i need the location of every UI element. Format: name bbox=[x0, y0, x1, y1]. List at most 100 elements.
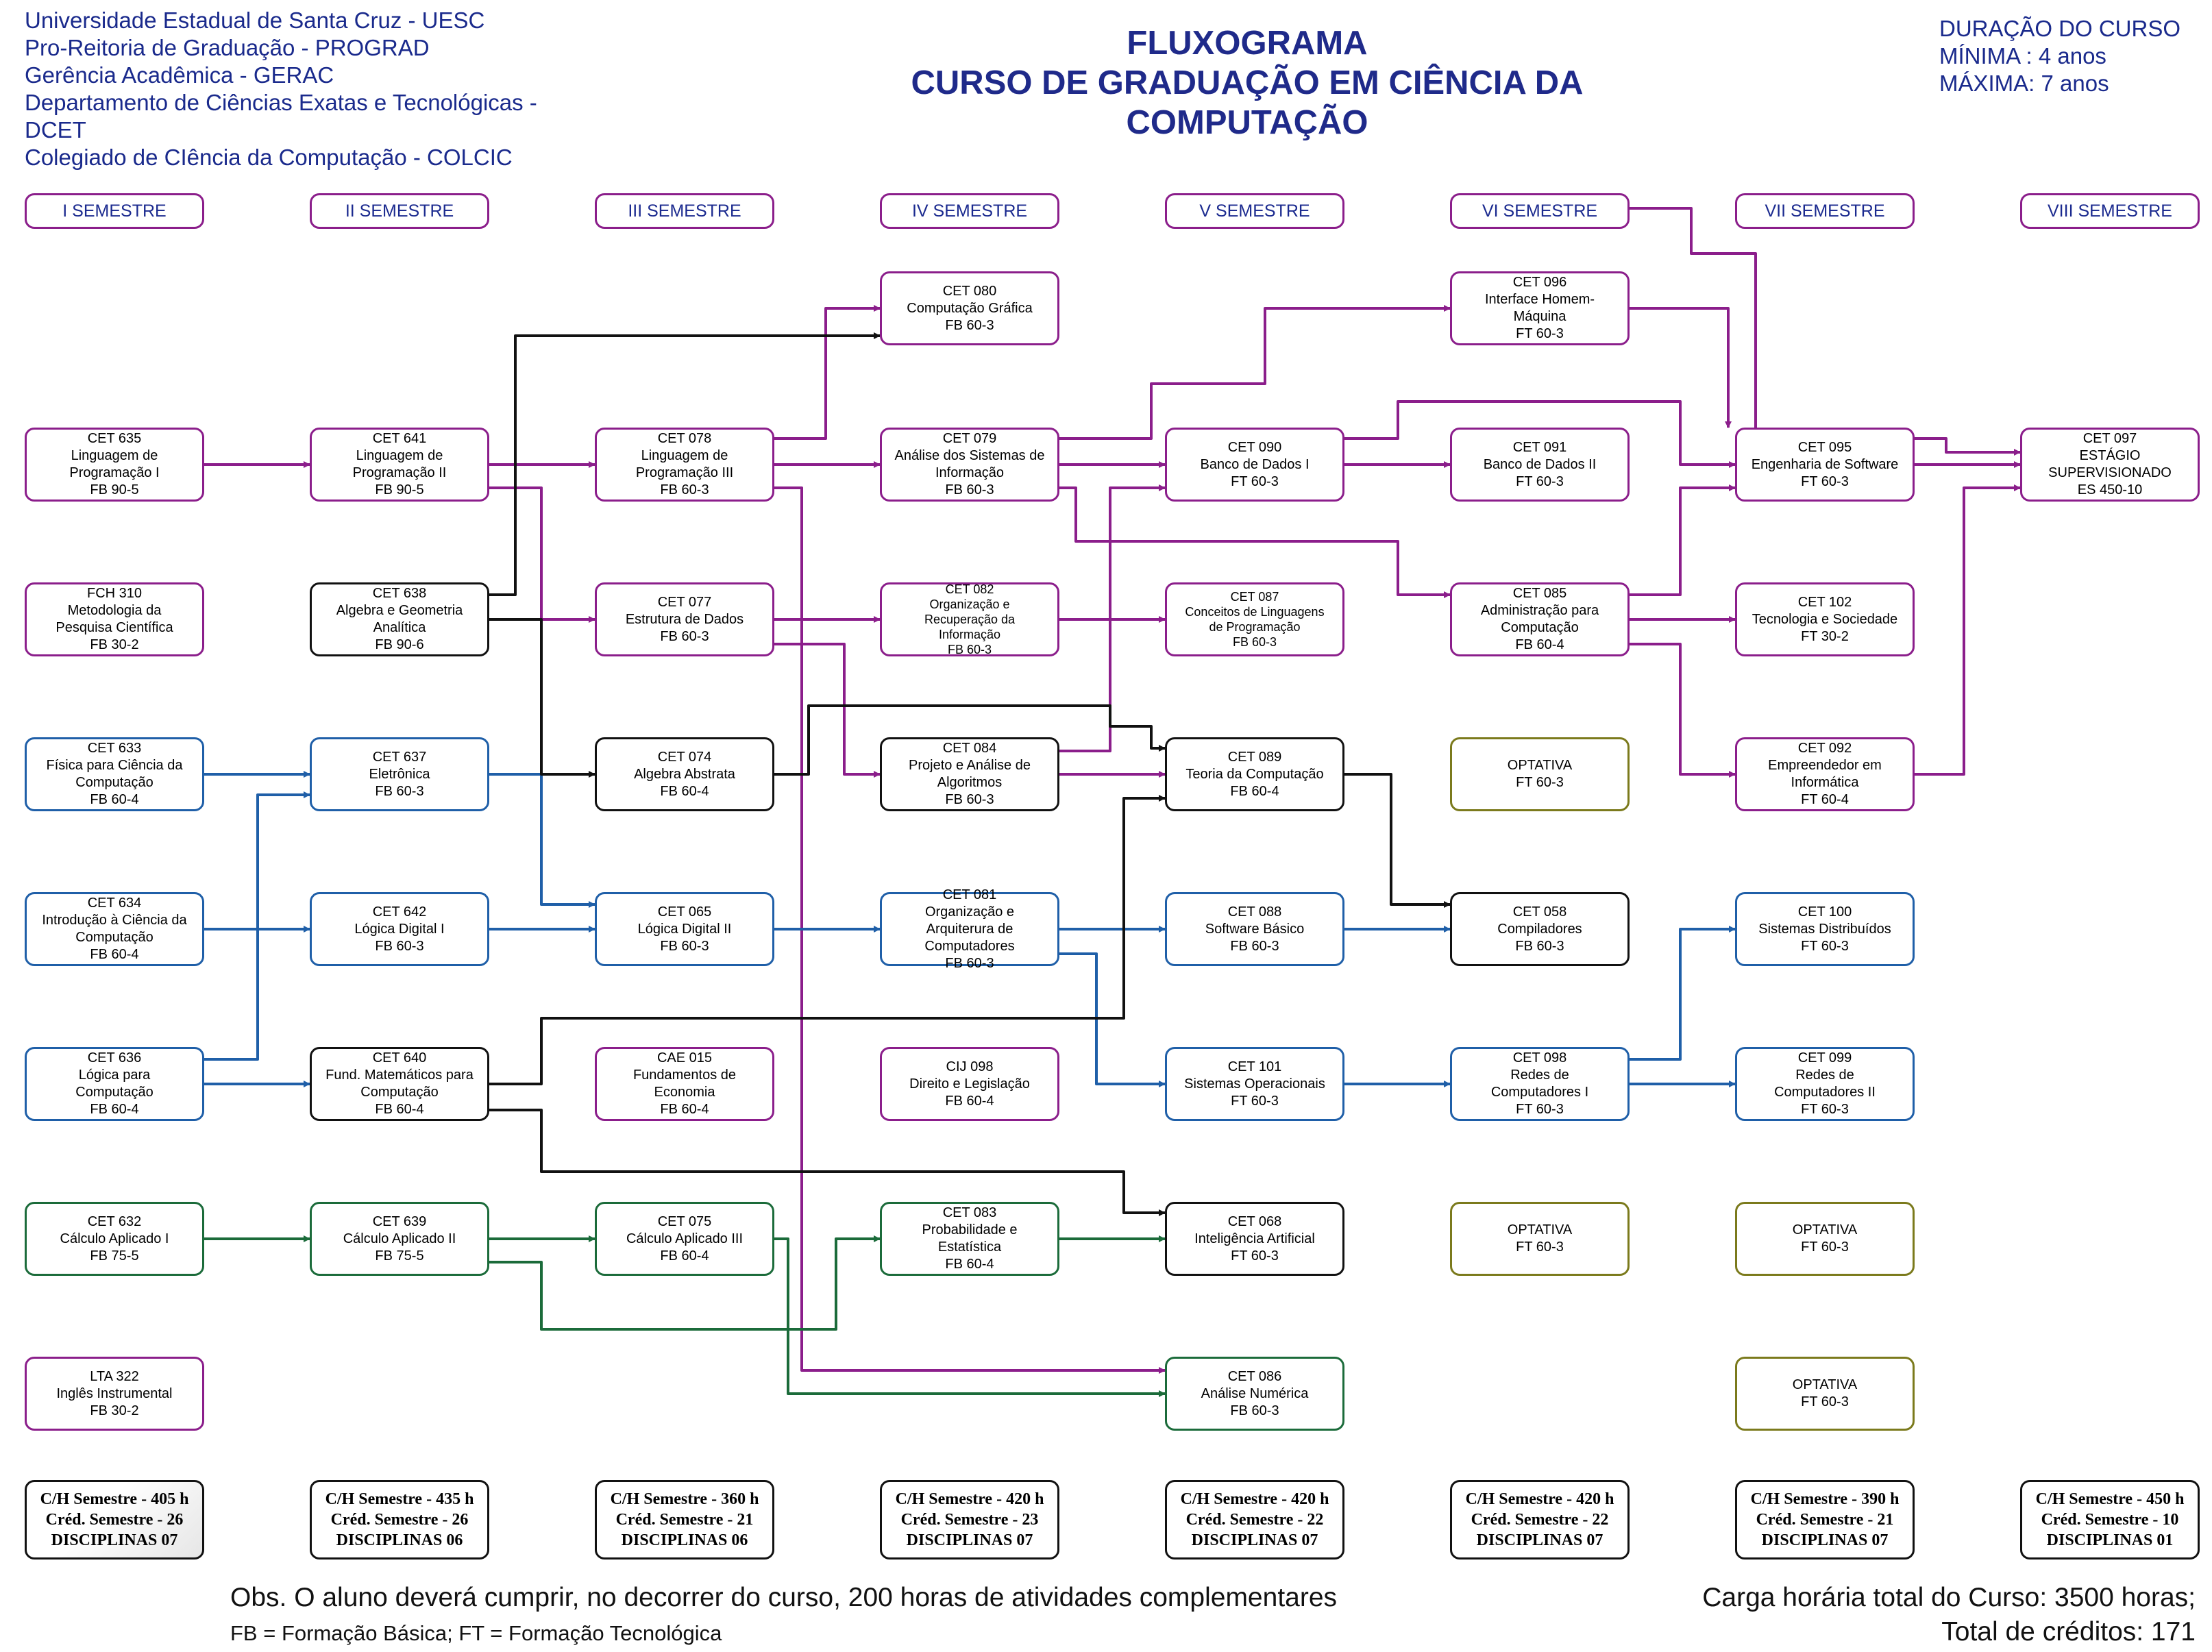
institution-line: Colegiado de CIência da Computação - COL… bbox=[25, 145, 513, 170]
footer-obs: Obs. O aluno deverá cumprir, no decorrer… bbox=[230, 1583, 1338, 1612]
title-line: COMPUTAÇÃO bbox=[1126, 104, 1368, 141]
connector-black-36 bbox=[489, 332, 881, 596]
connector-purple-20 bbox=[1630, 643, 1736, 778]
connector-purple-22 bbox=[1915, 484, 2021, 776]
duration-line: MÍNIMA : 4 anos bbox=[1939, 43, 2106, 69]
institution-line: Departamento de Ciências Exatas e Tecnol… bbox=[25, 90, 537, 115]
semester-header-3: III SEMESTRE bbox=[595, 193, 774, 229]
institution-line: DCET bbox=[25, 117, 86, 143]
semester-header-8: VIII SEMESTRE bbox=[2020, 193, 2200, 229]
connector-purple-9 bbox=[1059, 305, 1451, 440]
semester-header-7: VII SEMESTRE bbox=[1735, 193, 1915, 229]
connector-black-37 bbox=[489, 618, 595, 778]
connector-purple-6 bbox=[774, 643, 881, 778]
connector-purple-12 bbox=[1059, 616, 1166, 752]
connector-purple-17 bbox=[1630, 207, 2021, 456]
connector-black-39 bbox=[489, 795, 1166, 1085]
institution-block: Universidade Estadual de Santa Cruz - UE… bbox=[25, 7, 587, 171]
connector-purple-18 bbox=[1630, 484, 1736, 596]
connector-purple-3 bbox=[774, 305, 881, 440]
connector-blue-34 bbox=[1630, 926, 1736, 1061]
duration-block: DURAÇÃO DO CURSO MÍNIMA : 4 anos MÁXIMA:… bbox=[1939, 15, 2200, 97]
connector-green-45 bbox=[774, 1237, 1166, 1397]
connector-blue-25 bbox=[204, 926, 310, 1061]
connector-purple-16 bbox=[1630, 307, 1732, 428]
connector-black-40 bbox=[489, 1109, 1166, 1216]
connector-purple-11 bbox=[1059, 484, 1166, 621]
title-line: FLUXOGRAMA bbox=[1127, 25, 1368, 62]
semester-header-4: IV SEMESTRE bbox=[880, 193, 1059, 229]
connector-blue-24 bbox=[204, 791, 310, 930]
duration-line: DURAÇÃO DO CURSO bbox=[1939, 16, 2181, 41]
semester-header-5: V SEMESTRE bbox=[1165, 193, 1344, 229]
connector-purple-4 bbox=[489, 486, 595, 623]
connector-purple-15 bbox=[1344, 400, 1736, 468]
semester-header-2: II SEMESTRE bbox=[310, 193, 489, 229]
title-line: CURSO DE GRADUAÇÃO EM CIÊNCIA DA bbox=[911, 64, 1584, 101]
footer-legend: FB = Formação Básica; FT = Formação Tecn… bbox=[230, 1621, 722, 1645]
connector-purple-10 bbox=[1059, 486, 1451, 598]
duration-line: MÁXIMA: 7 anos bbox=[1939, 71, 2109, 96]
footer-total-hours: Carga horária total do Curso: 3500 horas… bbox=[1702, 1583, 2196, 1612]
institution-line: Universidade Estadual de Santa Cruz - UE… bbox=[25, 8, 485, 33]
connector-blue-27 bbox=[489, 773, 595, 908]
connector-black-38 bbox=[774, 704, 1166, 776]
footer-total-credits: Total de créditos: 171 bbox=[1941, 1617, 2196, 1647]
semester-header-6: VI SEMESTRE bbox=[1450, 193, 1630, 229]
connector-black-41 bbox=[1344, 773, 1451, 908]
page-title: FLUXOGRAMA CURSO DE GRADUAÇÃO EM CIÊNCIA… bbox=[877, 23, 1617, 143]
semester-header-1: I SEMESTRE bbox=[25, 193, 204, 229]
